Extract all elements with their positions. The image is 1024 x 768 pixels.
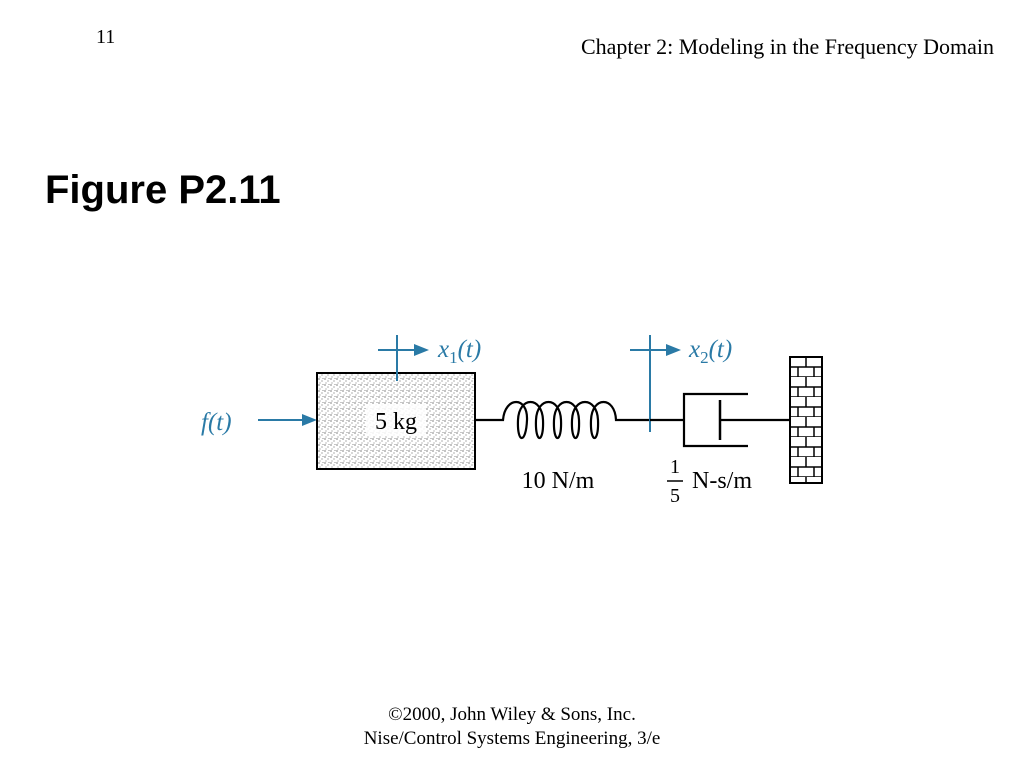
x2-displacement-marker: x2(t) <box>630 335 732 432</box>
damper-fraction-numerator: 1 <box>670 456 680 478</box>
x2-suffix: (t) <box>709 336 733 363</box>
damper-unit-label: N-s/m <box>692 468 752 494</box>
force-label: f(t) <box>201 409 232 436</box>
mass-block: 5 kg <box>316 372 476 470</box>
damper: 1 5 N-s/m <box>650 392 790 507</box>
x2-subscript: 2 <box>700 348 709 367</box>
damper-fraction-denominator: 5 <box>670 485 680 507</box>
spring-label: 10 N/m <box>522 468 595 494</box>
force-input: f(t) <box>201 409 317 436</box>
x1-label: x <box>437 336 449 363</box>
force-arrow-head <box>302 414 317 426</box>
mass-label: 5 kg <box>375 409 417 435</box>
spring: 10 N/m <box>475 401 650 494</box>
x1-subscript: 1 <box>449 348 458 367</box>
chapter-title: Chapter 2: Modeling in the Frequency Dom… <box>580 34 994 59</box>
x2-label: x <box>688 336 700 363</box>
footer-book-title: Nise/Control Systems Engineering, 3/e <box>363 728 661 749</box>
footer: ©2000, John Wiley & Sons, Inc. Nise/Cont… <box>0 703 1024 751</box>
page-number: 11 <box>96 26 116 48</box>
svg-text:x2(t): x2(t) <box>688 336 732 367</box>
fixed-wall <box>789 356 823 484</box>
figure-title: Figure P2.11 <box>45 168 281 212</box>
x1-displacement-marker: x1(t) <box>378 335 481 381</box>
footer-copyright: ©2000, John Wiley & Sons, Inc. <box>388 704 636 725</box>
svg-text:x1(t): x1(t) <box>437 336 481 367</box>
x1-suffix: (t) <box>458 336 482 363</box>
